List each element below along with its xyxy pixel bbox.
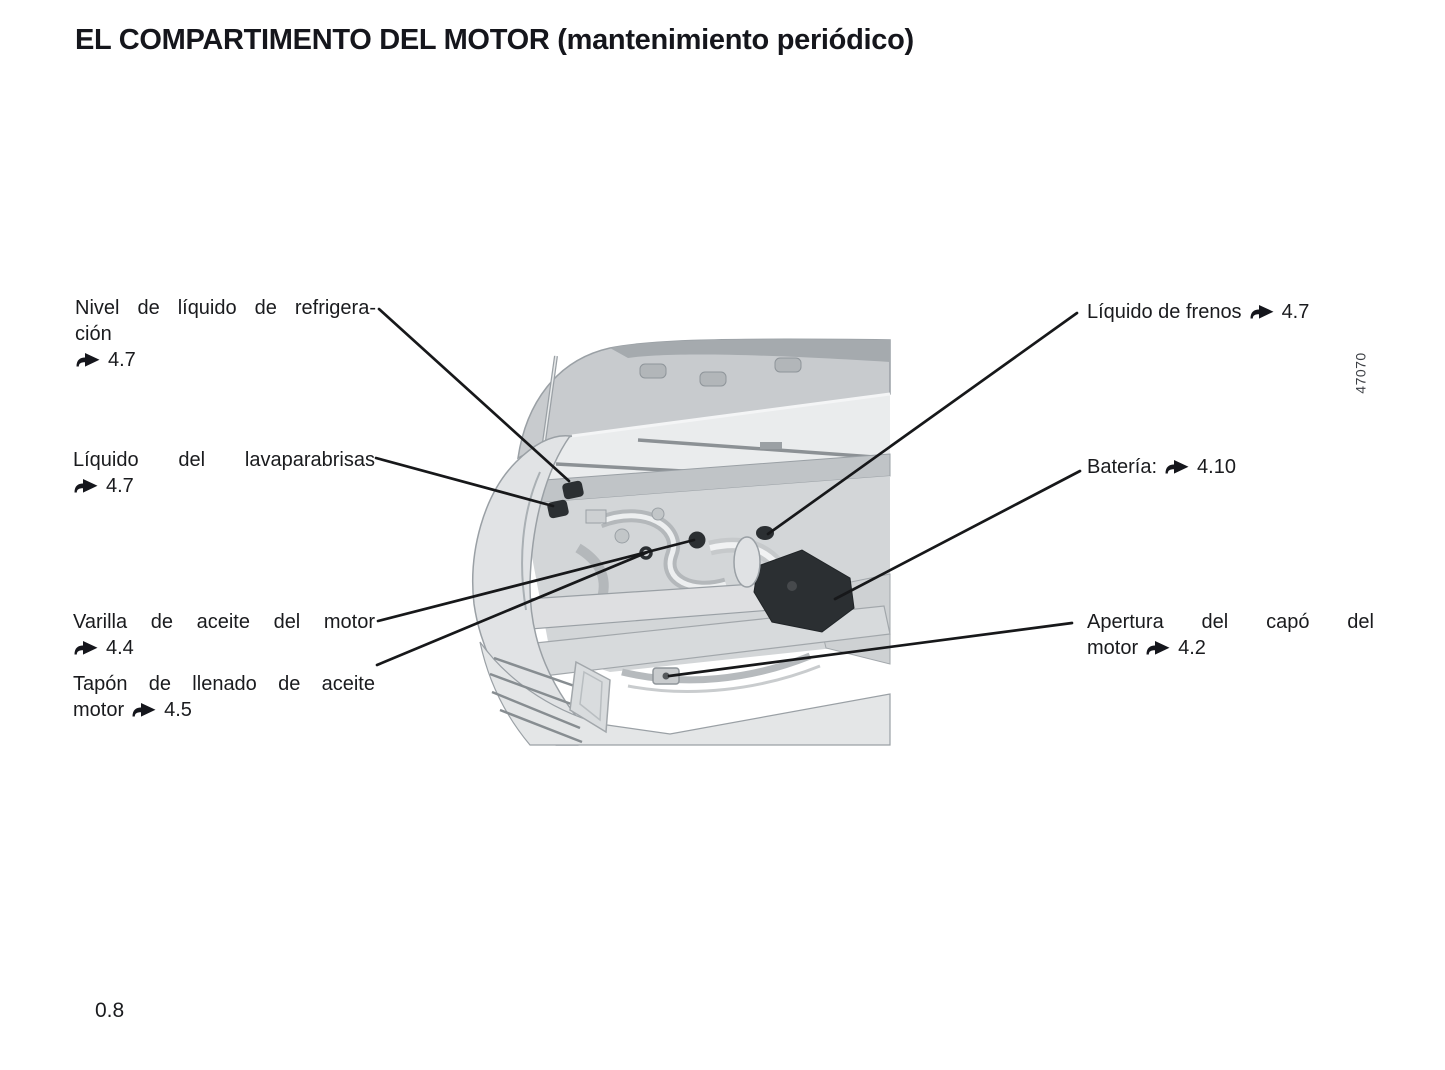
hood-front-edge-highlight <box>571 392 891 438</box>
grille-slat <box>491 690 581 730</box>
leader-line-hood-release <box>667 621 1074 678</box>
grille-slat <box>499 708 583 744</box>
page-reference-number: 4.7 <box>106 475 134 497</box>
callout-text: Batería: <box>1087 456 1158 478</box>
page-reference-number: 4.4 <box>106 637 134 659</box>
hood-cutout <box>699 371 727 387</box>
callout-line: Líquido de frenos 4.7 <box>1087 299 1417 325</box>
callout-text: Tapón de llenado de aceite <box>73 673 375 695</box>
page-reference-arrow-icon <box>132 703 156 717</box>
callout-line: Varilla de aceite del motor <box>73 609 375 635</box>
callout-battery: Batería: 4.10 <box>1087 454 1417 480</box>
callout-text: Varilla de aceite del motor <box>73 611 375 633</box>
small-hose <box>575 543 609 600</box>
grille-slat <box>489 672 583 710</box>
callout-line: 4.7 <box>75 347 376 373</box>
callout-line: Apertura del capó del <box>1087 609 1374 635</box>
callout-text: Líquido del lavaparabrisas <box>73 449 375 471</box>
callout-text: motor <box>1087 637 1139 659</box>
hood-cutout <box>639 363 667 379</box>
leader-line-washer-fluid <box>374 456 555 508</box>
leader-line-coolant-level <box>377 307 571 483</box>
page-reference-number: 4.5 <box>164 699 192 721</box>
oil-cap <box>688 531 706 549</box>
fender-inner-line <box>521 471 541 611</box>
hood-cutout <box>774 357 802 373</box>
page-reference-number: 4.7 <box>1281 301 1310 323</box>
callout-text: Apertura del capó del <box>1087 611 1374 633</box>
leader-line-battery <box>833 469 1082 601</box>
page-title: EL COMPARTIMENTO DEL MOTOR (mantenimient… <box>75 24 914 56</box>
page-reference-arrow-icon <box>74 479 98 493</box>
front-bumper <box>479 641 891 746</box>
battery-cover <box>753 549 855 633</box>
brake-fluid-cap <box>756 526 774 540</box>
hood-edge-band <box>610 339 890 362</box>
callout-line: ción <box>75 321 376 347</box>
page-reference-number: 4.7 <box>108 349 136 371</box>
expansion-tank <box>733 536 761 588</box>
callout-coolant-level: Nivel de líquido de refrigera-ción 4.7 <box>75 295 376 373</box>
callout-text: Líquido de frenos <box>1087 301 1242 323</box>
callout-brake-fluid: Líquido de frenos 4.7 <box>1087 299 1417 325</box>
engine-detail <box>585 509 607 524</box>
hood-latch-hook <box>662 672 670 680</box>
callout-text: ción <box>75 323 112 345</box>
windshield <box>544 382 890 482</box>
page-reference-number: 4.2 <box>1178 637 1206 659</box>
washer-cap <box>547 499 569 519</box>
callout-line: Nivel de líquido de refrigera- <box>75 295 376 321</box>
hood-prop-rod-highlight <box>543 355 557 443</box>
engine-detail <box>651 507 665 521</box>
battery-cover-hole <box>787 581 797 591</box>
headlight <box>621 652 812 684</box>
callout-oil-dipstick: Varilla de aceite del motor 4.4 <box>73 609 375 661</box>
callout-line: motor 4.2 <box>1087 635 1374 661</box>
callout-washer-fluid: Líquido del lavaparabrisas 4.7 <box>73 447 375 499</box>
leader-line-brake-fluid <box>766 311 1079 536</box>
page-reference-number: 4.10 <box>1197 456 1236 478</box>
callout-line: 4.7 <box>73 473 375 499</box>
wiper-joint <box>760 442 782 449</box>
callout-line: Tapón de llenado de aceite <box>73 671 375 697</box>
page-reference-arrow-icon <box>1146 641 1170 655</box>
headlight-lower-line <box>627 664 821 693</box>
grille-slat <box>493 656 587 692</box>
page-reference-arrow-icon <box>1250 305 1274 319</box>
callout-text: Nivel de líquido de refrigera- <box>75 297 376 319</box>
callout-line: Batería: 4.10 <box>1087 454 1417 480</box>
callout-line: motor 4.5 <box>73 697 375 723</box>
engine-compartment-illustration <box>472 338 891 746</box>
engine-hose-highlight <box>599 513 727 590</box>
figure-reference-number: 47070 <box>1352 352 1369 394</box>
page-reference-arrow-icon <box>76 353 100 367</box>
engine-detail <box>614 528 630 544</box>
callout-line: Líquido del lavaparabrisas <box>73 447 375 473</box>
callout-text: motor <box>73 699 125 721</box>
coolant-cap <box>562 480 584 500</box>
renault-diamond-inner <box>579 670 603 722</box>
page-reference-arrow-icon <box>74 641 98 655</box>
page-number: 0.8 <box>95 999 125 1022</box>
page-reference-arrow-icon <box>1165 460 1189 474</box>
callout-line: 4.4 <box>73 635 375 661</box>
leader-line-oil-filler-cap <box>375 550 650 667</box>
